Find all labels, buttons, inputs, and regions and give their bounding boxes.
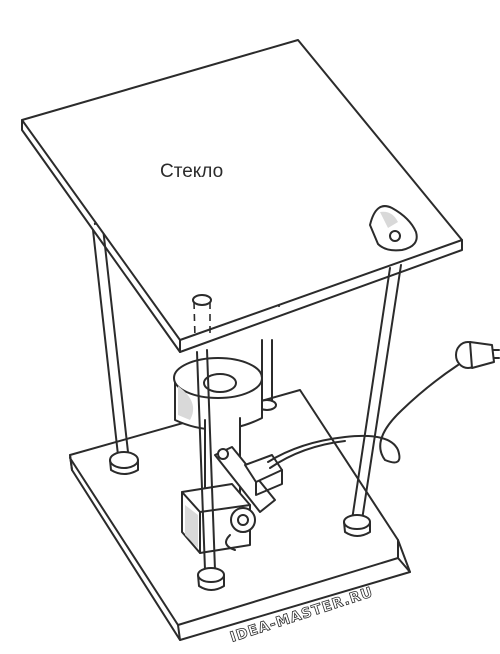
- rod-back-left: [75, 135, 139, 475]
- power-cord: [267, 364, 459, 469]
- glass-pane: [21, 39, 463, 353]
- rod-top-front-left: [192, 294, 212, 339]
- motor-assembly: [173, 357, 283, 554]
- power-plug: [455, 341, 500, 369]
- rod-front-left: [196, 349, 225, 591]
- rod-front-right: [343, 264, 402, 537]
- glass-label: Стекло: [160, 161, 223, 182]
- glass-clamp: [369, 205, 418, 252]
